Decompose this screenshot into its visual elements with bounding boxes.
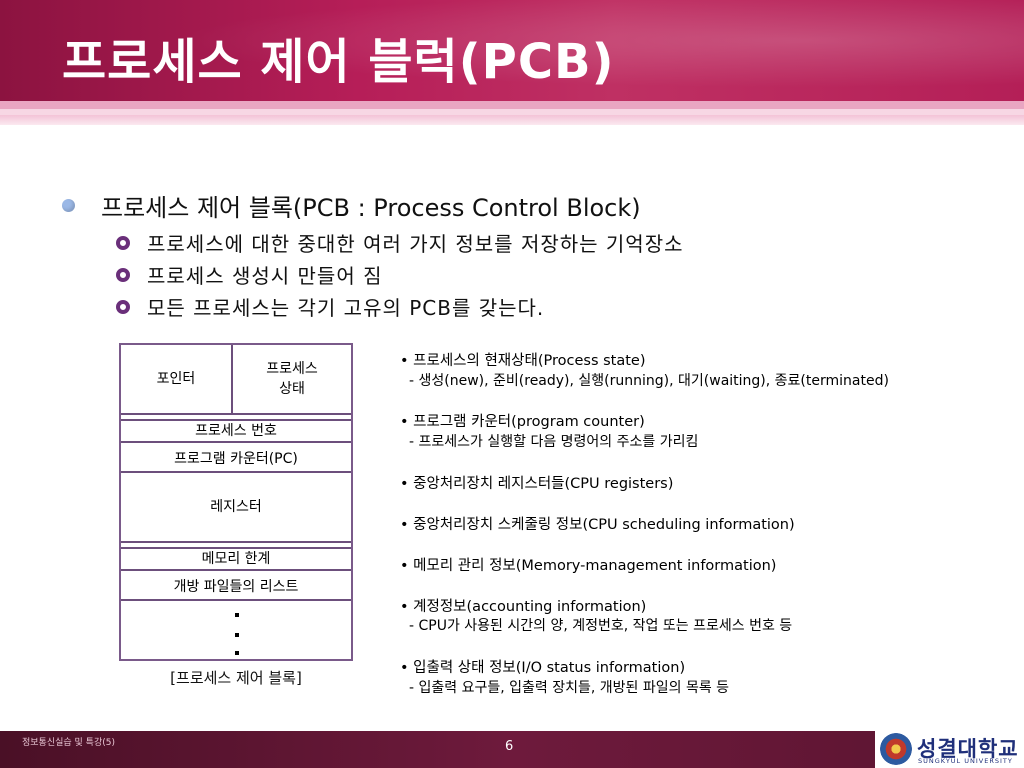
info-detail: - 입출력 요구들, 입출력 장치들, 개방된 파일의 목록 등 (409, 680, 730, 696)
ellipsis-dot-icon (235, 651, 239, 655)
title-band (0, 0, 1024, 101)
info-detail: - 프로세스가 실행할 다음 명령어의 주소를 가리킴 (409, 434, 699, 450)
sub-bullet-text: 모든 프로세스는 각기 고유의 PCB를 갖는다. (147, 296, 545, 320)
sub-bullet: 프로세스 생성시 만들어 짐 (116, 260, 382, 289)
info-heading: • 프로세스의 현재상태(Process state) (400, 353, 646, 369)
main-bullet: 프로세스 제어 블록(PCB : Process Control Block) (62, 188, 641, 223)
pcb-caption: [프로세스 제어 블록] (170, 669, 302, 687)
title-stripe (0, 101, 1024, 109)
info-heading: • 프로그램 카운터(program counter) (400, 414, 645, 430)
pcb-process-state-line1: 프로세스 (266, 361, 318, 377)
page-title: 프로세스 제어 블럭(PCB) (62, 34, 615, 90)
info-heading: • 중앙처리장치 레지스터들(CPU registers) (400, 476, 674, 492)
footer-course: 정보통신실습 및 특강(5) (22, 738, 115, 748)
title-stripe (0, 109, 1024, 115)
pcb-program-counter: 프로그램 카운터(PC) (121, 447, 351, 473)
main-bullet-text: 프로세스 제어 블록(PCB : Process Control Block) (101, 194, 641, 222)
sub-bullet: 프로세스에 대한 중대한 여러 가지 정보를 저장하는 기억장소 (116, 228, 684, 257)
pcb-open-files: 개방 파일들의 리스트 (121, 575, 351, 601)
ring-bullet-icon (116, 299, 130, 314)
sub-bullet: 모든 프로세스는 각기 고유의 PCB를 갖는다. (116, 292, 544, 321)
info-heading: • 중앙처리장치 스케줄링 정보(CPU scheduling informat… (400, 517, 795, 533)
logo-text: 성결대학교 (917, 737, 1019, 761)
university-seal-icon (880, 733, 912, 765)
pcb-process-state-line2: 상태 (279, 381, 305, 397)
info-detail: - CPU가 사용된 시간의 양, 계정번호, 작업 또는 프로세스 번호 등 (409, 618, 793, 634)
logo-subtext: SUNGKYUL UNIVERSITY (918, 757, 1013, 765)
university-logo: 성결대학교 SUNGKYUL UNIVERSITY (875, 731, 1024, 768)
pcb-pointer: 포인터 (121, 345, 233, 415)
footer-bar: 정보통신실습 및 특강(5) 6 (0, 731, 1024, 768)
ellipsis-dot-icon (235, 633, 239, 637)
pcb-memory-limits: 메모리 한계 (121, 547, 351, 571)
ring-bullet-icon (116, 267, 130, 282)
info-heading: • 입출력 상태 정보(I/O status information) (400, 660, 686, 676)
info-heading: • 메모리 관리 정보(Memory-management informatio… (400, 558, 777, 574)
page-number: 6 (505, 739, 514, 754)
info-heading: • 계정정보(accounting information) (400, 599, 647, 615)
pcb-diagram: 포인터 프로세스 상태 프로세스 번호 프로그램 카운터(PC) 레지스터 메모… (119, 343, 353, 661)
sub-bullet-text: 프로세스에 대한 중대한 여러 가지 정보를 저장하는 기억장소 (147, 232, 684, 256)
ring-bullet-icon (116, 235, 130, 250)
info-detail: - 생성(new), 준비(ready), 실행(running), 대기(wa… (409, 373, 889, 389)
pcb-process-state: 프로세스 상태 (233, 345, 351, 415)
bullet-dot-icon (62, 199, 75, 212)
sub-bullet-text: 프로세스 생성시 만들어 짐 (147, 264, 383, 288)
pcb-process-number: 프로세스 번호 (121, 419, 351, 443)
pcb-registers: 레지스터 (121, 473, 351, 543)
title-stripe (0, 115, 1024, 125)
ellipsis-dot-icon (235, 613, 239, 617)
